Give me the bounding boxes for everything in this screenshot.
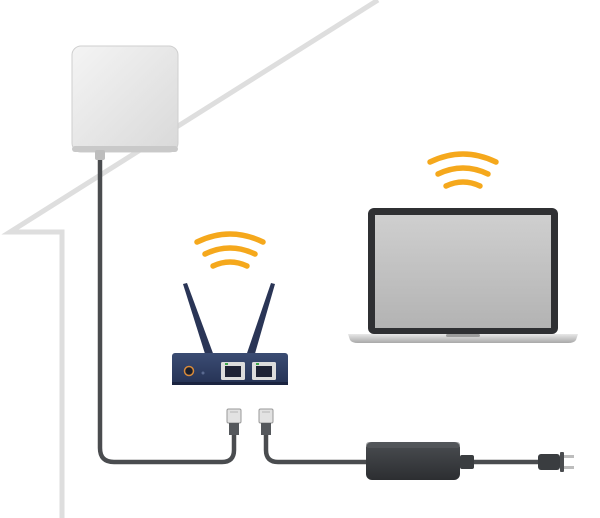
wifi-signal-icon <box>427 151 499 189</box>
wifi-signal-icon <box>194 231 266 269</box>
cable-plug-to-adapter <box>263 429 373 465</box>
ac-power-plug-icon <box>538 452 574 472</box>
router-lan-port <box>252 362 276 380</box>
house-outline <box>1 0 380 518</box>
rj45-connector-icon <box>258 408 274 435</box>
cable-antenna-to-plug <box>97 155 237 465</box>
router-antenna-right <box>246 283 275 357</box>
wifi-router-icon <box>172 283 288 385</box>
outdoor-antenna-panel-icon <box>71 45 179 160</box>
rj45-connector-icon <box>226 408 242 435</box>
router-power-jack <box>183 365 195 377</box>
router-lan-port <box>221 362 245 380</box>
router-antenna-left <box>183 283 214 357</box>
poe-power-adapter-icon <box>366 442 474 480</box>
laptop-icon <box>348 208 578 343</box>
router-led <box>201 371 205 375</box>
